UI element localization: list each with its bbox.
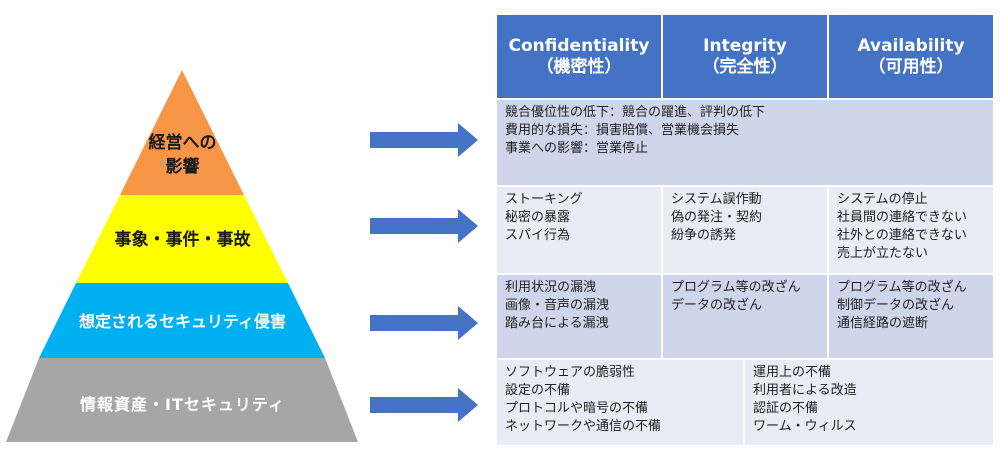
header-title: Integrity [703, 35, 787, 56]
cell-incidents-availability: システムの停止 社員間の連絡できない 社外との連絡できない 売上が立たない [829, 187, 993, 273]
cell-breaches-integrity: プログラム等の改ざん データの改ざん [663, 275, 829, 358]
cell-line: ソフトウェアの脆弱性 [505, 365, 636, 380]
cell-line: プログラム等の改ざん [671, 280, 801, 295]
arrow-right-icon [370, 123, 478, 157]
cell-line: 偽の発注・契約 [671, 210, 763, 225]
cell-line: システム誤作動 [671, 192, 762, 207]
label-line: 経営への [148, 133, 217, 153]
pyramid-label-incidents: 事象・事件・事故 [80, 228, 285, 252]
arrow-right-icon [370, 306, 478, 340]
header-subtitle: （完全性） [702, 56, 788, 77]
arrow-right-icon [370, 388, 478, 422]
cell-line: データの改ざん [671, 298, 763, 313]
pyramid-layer-security-breaches [39, 283, 325, 358]
security-pyramid [6, 70, 358, 442]
arrow-right-icon [370, 209, 478, 243]
pyramid-layer-incidents [76, 195, 288, 283]
header-availability: Availability （可用性） [829, 15, 993, 98]
pyramid-layer-business-impact [120, 70, 244, 195]
header-subtitle: （可用性） [868, 56, 954, 77]
cell-line: 設定の不備 [505, 383, 571, 398]
cell-line: 利用者による改造 [753, 383, 857, 398]
header-integrity: Integrity （完全性） [663, 15, 829, 98]
cell-business-impact: 競合優位性の低下：競合の躍進、評判の低下 費用的な損失：損害賠償、営業機会損失 … [497, 100, 993, 185]
cell-line: 利用状況の漏洩 [505, 280, 597, 295]
cell-assets-right: 運用上の不備 利用者による改造 認証の不備 ワーム・ウィルス [745, 360, 993, 445]
cell-line: 紛争の誘発 [671, 228, 737, 243]
pyramid-label-business-impact: 経営への 影響 [110, 131, 255, 179]
cell-line: ネットワークや通信の不備 [505, 419, 662, 434]
cell-line: 認証の不備 [753, 401, 819, 416]
label-line: 事象・事件・事故 [114, 230, 251, 250]
cell-line: 社員間の連絡できない [837, 210, 968, 225]
cell-breaches-confidentiality: 利用状況の漏洩 画像・音声の漏洩 踏み台による漏洩 [497, 275, 663, 358]
cell-line: 競合優位性の低下：競合の躍進、評判の低下 [505, 105, 766, 120]
cell-line: 秘密の暴露 [505, 210, 571, 225]
cell-line: 制御データの改ざん [837, 298, 955, 313]
cell-incidents-integrity: システム誤作動 偽の発注・契約 紛争の誘発 [663, 187, 829, 273]
table-row-incidents: ストーキング 秘密の暴露 スパイ行為 システム誤作動 偽の発注・契約 紛争の誘発… [497, 185, 993, 273]
header-confidentiality: Confidentiality （機密性） [497, 15, 663, 98]
label-line: 影響 [165, 157, 200, 177]
header-title: Confidentiality [508, 35, 650, 56]
label-line: 想定されるセキュリティ侵害 [78, 312, 287, 331]
cell-line: 運用上の不備 [753, 365, 832, 380]
cell-line: 売上が立たない [837, 246, 929, 261]
header-title: Availability [857, 35, 965, 56]
pyramid-label-it-assets: 情報資産・ITセキュリティ [20, 393, 345, 417]
cell-line: 通信経路の遮断 [837, 316, 929, 331]
cell-breaches-availability: プログラム等の改ざん 制御データの改ざん 通信経路の遮断 [829, 275, 993, 358]
pyramid-layer-it-assets [6, 358, 358, 442]
header-subtitle: （機密性） [536, 56, 622, 77]
cell-line: 事業への影響：営業停止 [505, 141, 649, 156]
cell-line: プロトコルや暗号の不備 [505, 401, 649, 416]
cell-line: 踏み台による漏洩 [505, 316, 609, 331]
cell-incidents-confidentiality: ストーキング 秘密の暴露 スパイ行為 [497, 187, 663, 273]
table-row-business-impact: 競合優位性の低下：競合の躍進、評判の低下 費用的な損失：損害賠償、営業機会損失 … [497, 98, 993, 185]
cell-line: 画像・音声の漏洩 [505, 298, 610, 313]
label-line: 情報資産・ITセキュリティ [80, 395, 285, 414]
table-row-breaches: 利用状況の漏洩 画像・音声の漏洩 踏み台による漏洩 プログラム等の改ざん データ… [497, 273, 993, 358]
cell-line: 費用的な損失：損害賠償、営業機会損失 [505, 123, 740, 138]
cell-line: システムの停止 [837, 192, 928, 207]
cell-line: ワーム・ウィルス [753, 419, 857, 434]
cell-line: プログラム等の改ざん [837, 280, 967, 295]
table-row-it-assets: ソフトウェアの脆弱性 設定の不備 プロトコルや暗号の不備 ネットワークや通信の不… [497, 358, 993, 445]
cell-line: 社外との連絡できない [837, 228, 967, 243]
pyramid-label-security-breaches: 想定されるセキュリティ侵害 [45, 310, 320, 334]
cell-line: ストーキング [505, 192, 583, 207]
table-header-row: Confidentiality （機密性） Integrity （完全性） Av… [497, 15, 993, 98]
cell-assets-left: ソフトウェアの脆弱性 設定の不備 プロトコルや暗号の不備 ネットワークや通信の不… [497, 360, 745, 445]
cia-impact-table: Confidentiality （機密性） Integrity （完全性） Av… [497, 15, 993, 445]
cell-line: スパイ行為 [505, 228, 571, 243]
